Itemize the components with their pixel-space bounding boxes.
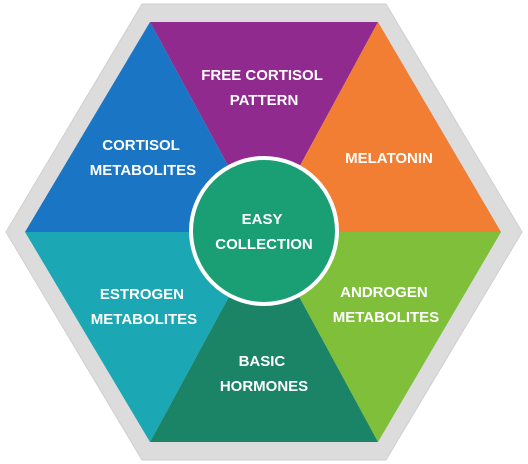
label-free-cortisol-pattern: FREE CORTISOL PATTERN: [201, 67, 327, 109]
center-circle: [189, 156, 339, 306]
label-basic-hormones: BASIC HORMONES: [220, 353, 308, 395]
center-label: EASY COLLECTION: [215, 211, 313, 253]
center-label-line: EASY: [242, 211, 283, 228]
label-line: PATTERN: [230, 92, 299, 109]
segment-androgen-metabolites: [264, 232, 501, 442]
label-line: FREE CORTISOL: [201, 67, 323, 84]
label-androgen-metabolites: ANDROGEN METABOLITES: [333, 284, 439, 326]
label-line: HORMONES: [220, 378, 308, 395]
label-cortisol-metabolites: CORTISOL METABOLITES: [90, 137, 196, 179]
segment-estrogen-metabolites: [25, 232, 264, 442]
label-line: METABOLITES: [90, 162, 196, 179]
label-melatonin: MELATONIN: [345, 150, 433, 167]
segment-melatonin: [264, 22, 501, 232]
label-estrogen-metabolites: ESTROGEN METABOLITES: [91, 286, 197, 328]
label-line: METABOLITES: [91, 311, 197, 328]
center-label-line: COLLECTION: [215, 236, 313, 253]
label-line: ESTROGEN: [100, 286, 184, 303]
label-line: MELATONIN: [345, 150, 433, 167]
label-line: CORTISOL: [102, 137, 179, 154]
segment-free-cortisol-pattern: [150, 22, 378, 232]
segment-basic-hormones: [150, 232, 378, 442]
label-line: BASIC: [239, 353, 286, 370]
segment-cortisol-metabolites: [25, 22, 264, 232]
label-line: METABOLITES: [333, 309, 439, 326]
label-line: ANDROGEN: [340, 284, 428, 301]
